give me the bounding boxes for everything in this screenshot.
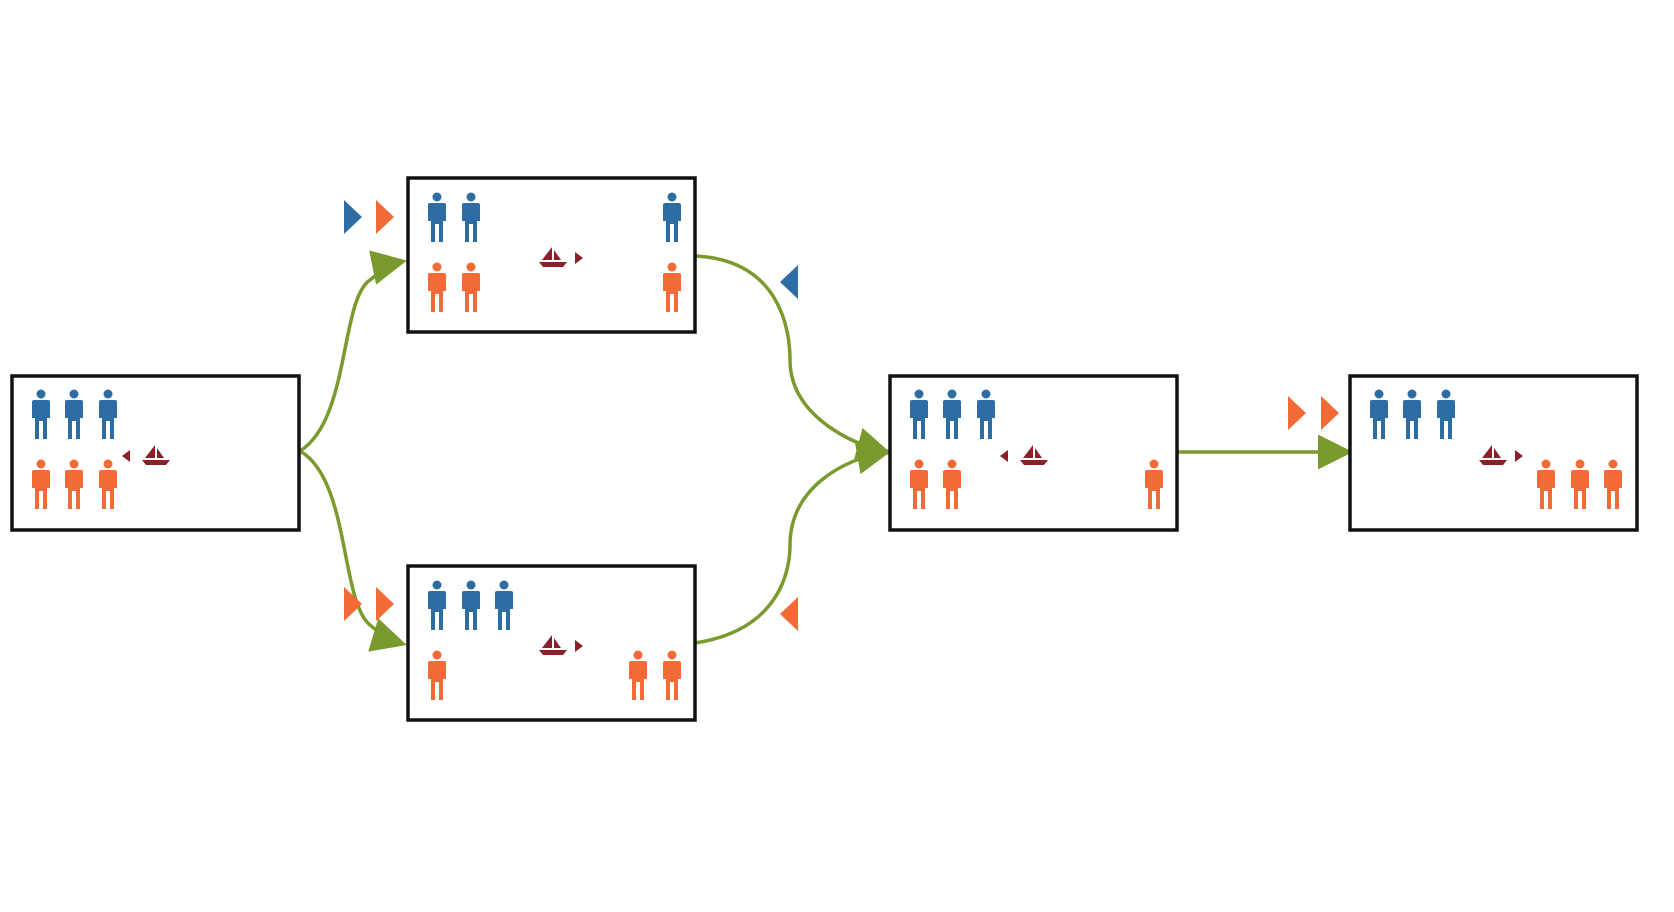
orange-right-triangle-icon (376, 200, 394, 234)
arrow-lower-to-middle (694, 439, 892, 645)
orange-right-triangle-icon (1288, 396, 1306, 430)
orange-right-triangle-icon (376, 587, 394, 621)
boat-direction-left-icon (122, 450, 130, 462)
move-markers-middle-to-goal (1288, 396, 1339, 430)
state-box-middle (888, 374, 1179, 532)
orange-right-triangle-icon (344, 587, 362, 621)
move-markers-upper-to-middle (780, 265, 798, 299)
boat-direction-right-icon (575, 252, 583, 264)
move-markers-start-to-upper (344, 200, 394, 234)
state-box-start (10, 374, 301, 532)
boat-direction-right-icon (1515, 450, 1523, 462)
arrow-upper-to-middle (694, 254, 892, 462)
state-box-goal (1348, 374, 1639, 532)
transition-arrows (299, 250, 1353, 652)
blue-right-triangle-icon (344, 200, 362, 234)
move-markers-start-to-lower (344, 587, 394, 621)
state-box-lower (406, 564, 697, 722)
blue-left-triangle-icon (780, 265, 798, 299)
orange-right-triangle-icon (1321, 396, 1339, 430)
move-markers-lower-to-middle (780, 597, 798, 631)
arrow-start-to-upper (299, 250, 407, 453)
state-box-upper (406, 176, 697, 334)
boat-direction-left-icon (1000, 450, 1008, 462)
orange-left-triangle-icon (780, 597, 798, 631)
boat-direction-right-icon (575, 640, 583, 652)
